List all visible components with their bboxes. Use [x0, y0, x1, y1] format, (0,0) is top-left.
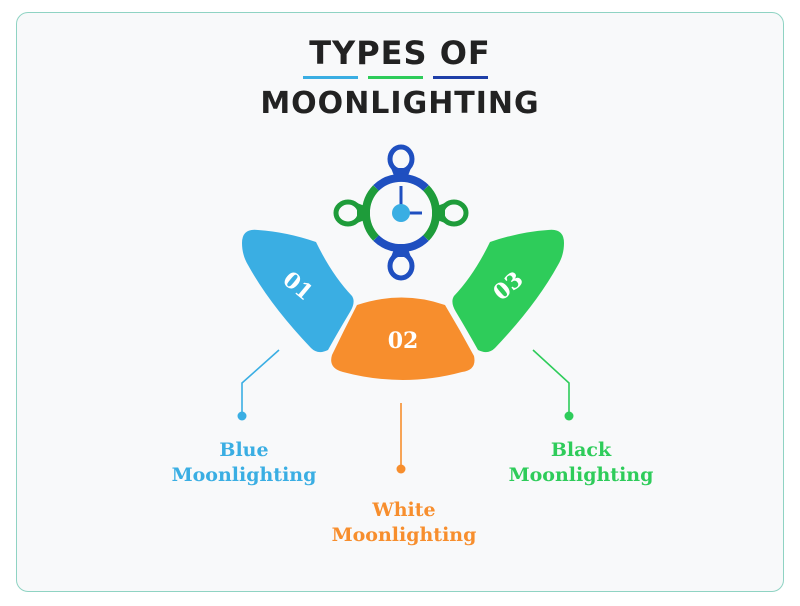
title-underline-green: [368, 76, 423, 79]
title-line-2: MOONLIGHTING: [260, 86, 540, 121]
segment-02-orange[interactable]: [331, 297, 475, 381]
leader-line-02: [396, 403, 406, 474]
segment-01-blue[interactable]: [242, 229, 354, 353]
clock-icon: [333, 144, 469, 281]
label-black-line1: Black: [550, 439, 612, 461]
segment-03-green[interactable]: [452, 229, 564, 353]
label-white-line1: White: [372, 499, 436, 521]
leader-line-01: [237, 349, 280, 421]
label-blue-moonlighting: Blue Moonlighting: [134, 438, 354, 488]
title-line-1: TYPES OF: [309, 34, 491, 72]
leader-line-03: [532, 349, 574, 421]
label-black-line2: Moonlighting: [508, 464, 654, 486]
label-white-line2: Moonlighting: [331, 524, 477, 546]
label-blue-line2: Moonlighting: [171, 464, 317, 486]
label-blue-line1: Blue: [219, 439, 269, 461]
label-white-moonlighting: White Moonlighting: [294, 498, 514, 548]
label-black-moonlighting: Black Moonlighting: [471, 438, 691, 488]
segment-02-number: 02: [388, 328, 419, 354]
title-underline-blue: [303, 76, 358, 79]
title-underline-navy: [433, 76, 488, 79]
